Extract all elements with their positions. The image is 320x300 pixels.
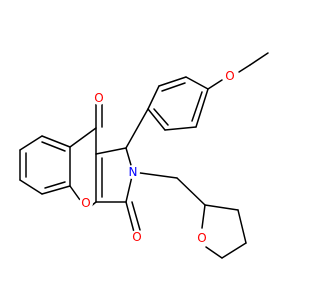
bond: [158, 76, 187, 87]
lactam-oxygen-label: O: [132, 230, 141, 244]
bond: [69, 127, 97, 148]
bond: [41, 185, 71, 195]
bond: [205, 246, 223, 259]
bond: [249, 52, 269, 66]
bond: [237, 209, 247, 244]
bond: [238, 64, 251, 73]
molecule-diagram: O O N O O O: [19, 52, 269, 259]
bond: [207, 79, 223, 90]
bond: [185, 76, 209, 90]
bond: [44, 181, 66, 189]
bond: [201, 204, 206, 229]
bond: [41, 141, 66, 152]
atom-labels: O O N O O O: [79, 69, 237, 245]
nitrogen-label: N: [129, 165, 138, 179]
structure-canvas: O O N O O O: [19, 52, 269, 259]
bond: [164, 126, 197, 131]
ethoxy-oxygen-label: O: [225, 69, 234, 83]
bond: [195, 88, 209, 128]
bond: [147, 108, 166, 131]
bond: [147, 85, 160, 110]
bond: [95, 147, 127, 155]
bonds: [19, 52, 269, 259]
bond: [221, 242, 247, 259]
thf-oxygen-label: O: [197, 231, 206, 245]
bond: [153, 108, 169, 126]
bond: [41, 135, 71, 148]
bond: [132, 171, 178, 179]
bond: [69, 185, 81, 201]
bond: [19, 179, 43, 195]
chromene-oxygen-label: O: [81, 196, 90, 210]
bond: [19, 135, 43, 151]
top-carbonyl-oxygen-label: O: [94, 91, 103, 105]
bond: [131, 201, 141, 231]
bond: [125, 108, 149, 149]
bond: [204, 204, 239, 211]
bond: [125, 201, 135, 233]
bond: [191, 91, 203, 122]
bond: [176, 177, 206, 206]
bond: [161, 82, 186, 92]
